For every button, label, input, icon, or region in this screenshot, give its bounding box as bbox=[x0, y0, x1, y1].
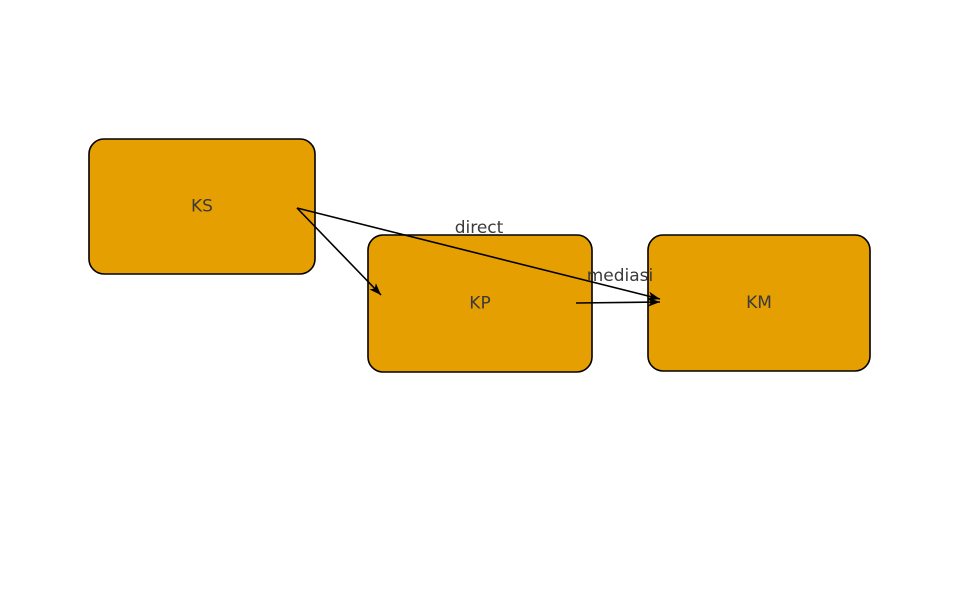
edge-label-ks-km: direct bbox=[455, 218, 504, 238]
node-kp-label: KP bbox=[469, 294, 490, 314]
edge-label-kp-km: mediasi bbox=[587, 266, 654, 286]
node-ks-box bbox=[88, 138, 316, 275]
node-km: KM bbox=[647, 234, 871, 372]
edge-labels-layer: direct mediasi bbox=[455, 218, 654, 286]
node-ks: KS bbox=[88, 138, 316, 275]
edges-layer bbox=[296, 207, 661, 307]
node-km-label: KM bbox=[746, 293, 772, 313]
edge-arrow-kp-km bbox=[575, 297, 661, 307]
nodes-layer: KS KP KM bbox=[88, 138, 871, 373]
edge-arrow-ks-kp bbox=[296, 207, 382, 296]
node-kp: KP bbox=[367, 234, 593, 373]
node-ks-label: KS bbox=[191, 197, 213, 217]
edge-arrow-ks-km bbox=[296, 207, 661, 301]
